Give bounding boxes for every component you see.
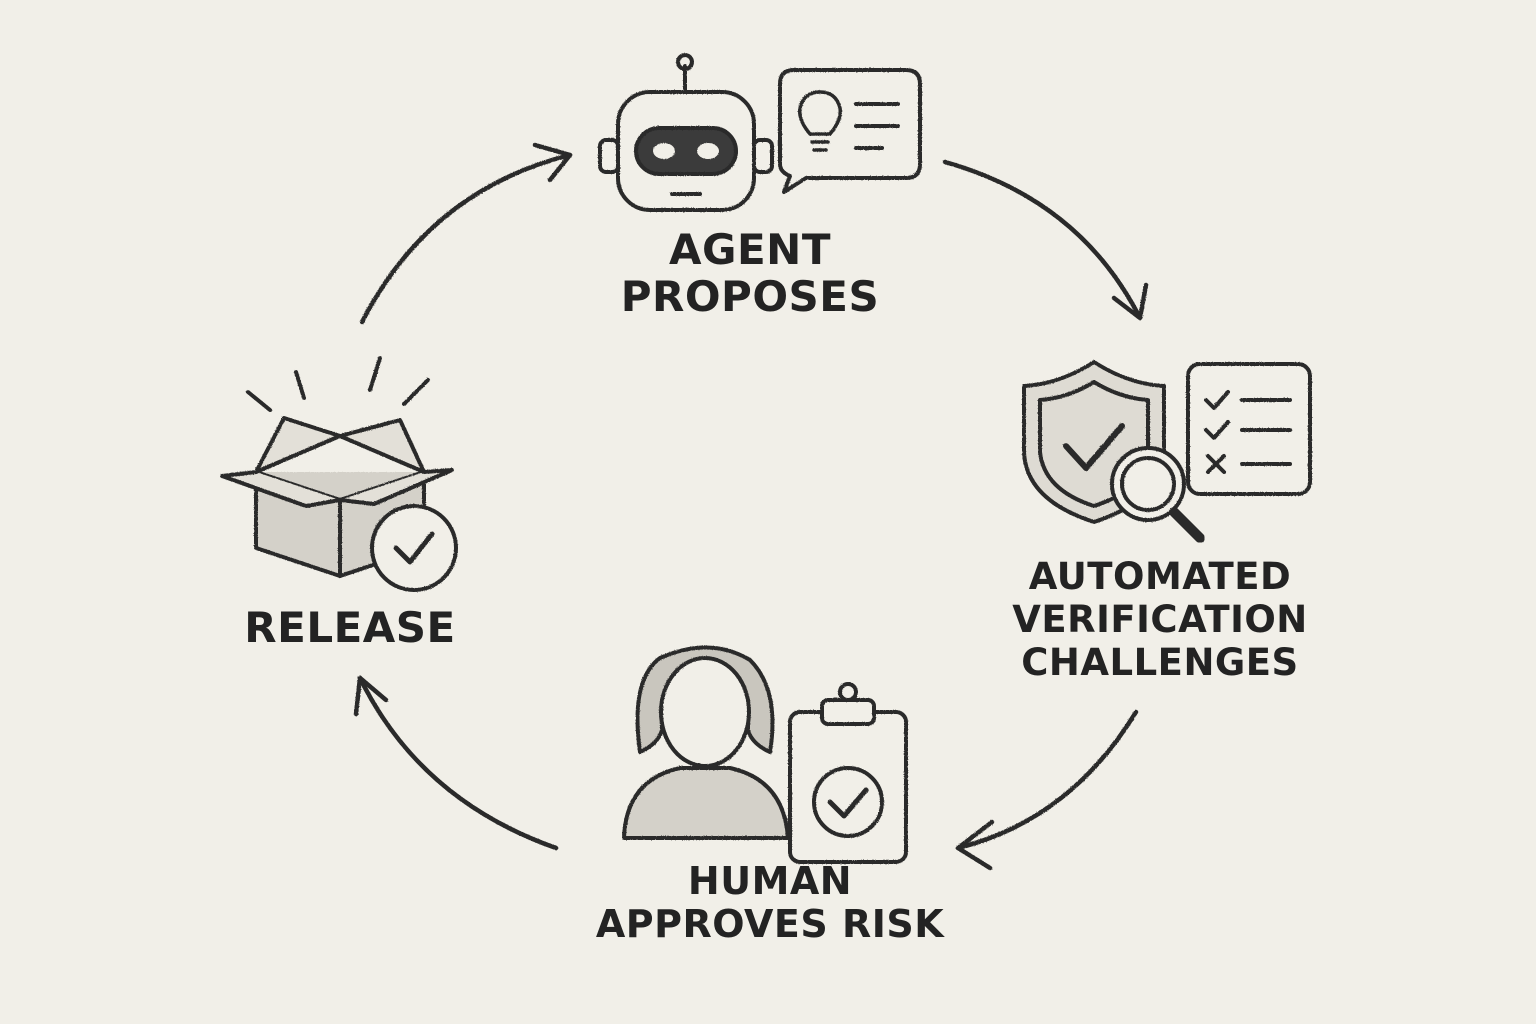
arrow-human-to-release [353,675,559,851]
arrow-release-to-agent [359,142,573,325]
clipboard-check-icon [788,682,908,864]
step-label-line: CHALLENGES [1021,640,1299,684]
magnifier-icon [1110,446,1205,543]
speech-bubble-icon [778,68,922,194]
step-label-line: RELEASE [244,603,456,652]
lightbulb-icon [797,90,843,152]
step-label-release: RELEASE [220,604,480,651]
check-circle-icon [370,504,458,592]
arrow-agent-to-verify [942,159,1149,321]
step-label-line: AGENT [669,225,831,274]
step-label-line: HUMAN [687,859,853,903]
cycle-arrows [353,142,1149,871]
checklist-icon [1186,362,1312,496]
step-label-line: APPROVES RISK [595,901,945,946]
step-label-human-approves: HUMAN APPROVES RISK [570,860,970,945]
step-label-line: PROPOSES [620,272,880,322]
arrow-verify-to-human [955,709,1139,871]
person-icon [622,645,790,840]
step-label-automated-verification: AUTOMATED VERIFICATION CHALLENGES [990,555,1330,685]
step-label-line: VERIFICATION [1012,597,1308,641]
step-label-line: AUTOMATED [1028,555,1292,598]
step-label-agent-proposes: AGENT PROPOSES [600,226,900,320]
robot-icon [598,53,774,212]
